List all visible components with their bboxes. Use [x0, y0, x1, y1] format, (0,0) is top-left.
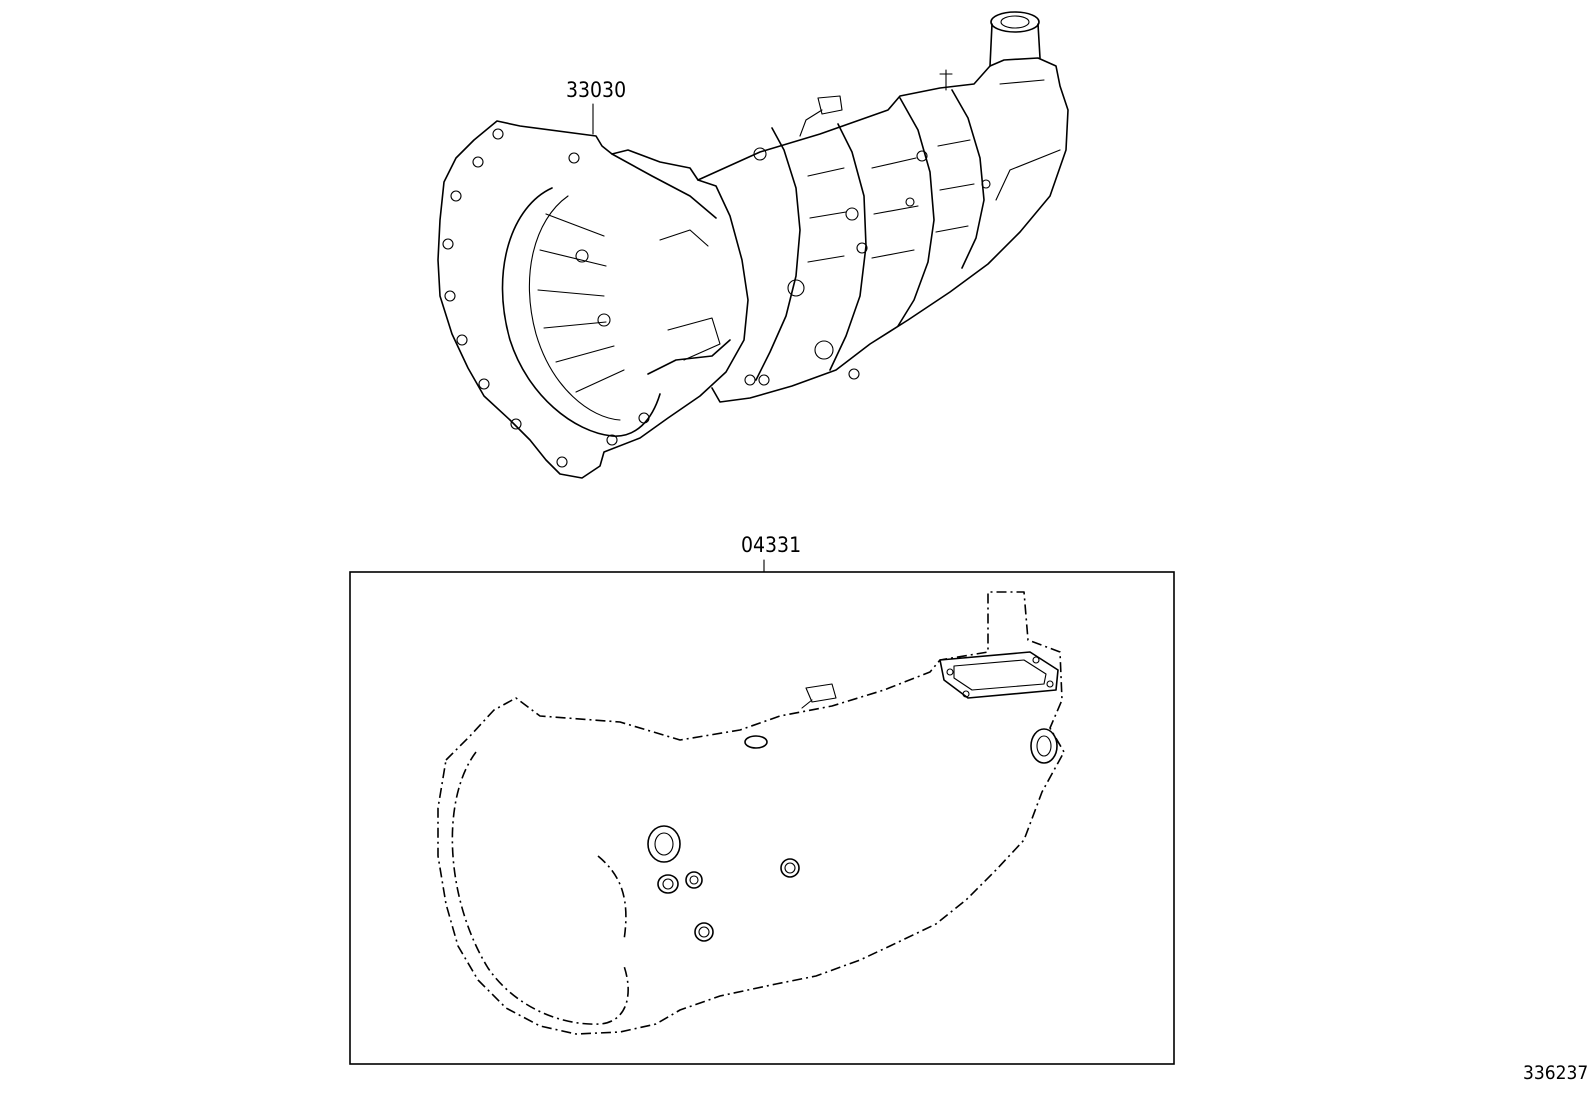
gasket-kit-frame — [349, 571, 1175, 1065]
gasket-kit-drawing — [349, 559, 1175, 1065]
figure-reference-number: 336237 — [1523, 1062, 1589, 1084]
part-number-label-transmission: 33030 — [566, 78, 627, 102]
part-number-label-gasket-kit: 04331 — [741, 533, 802, 557]
transmission-assembly-drawing — [437, 11, 1069, 479]
